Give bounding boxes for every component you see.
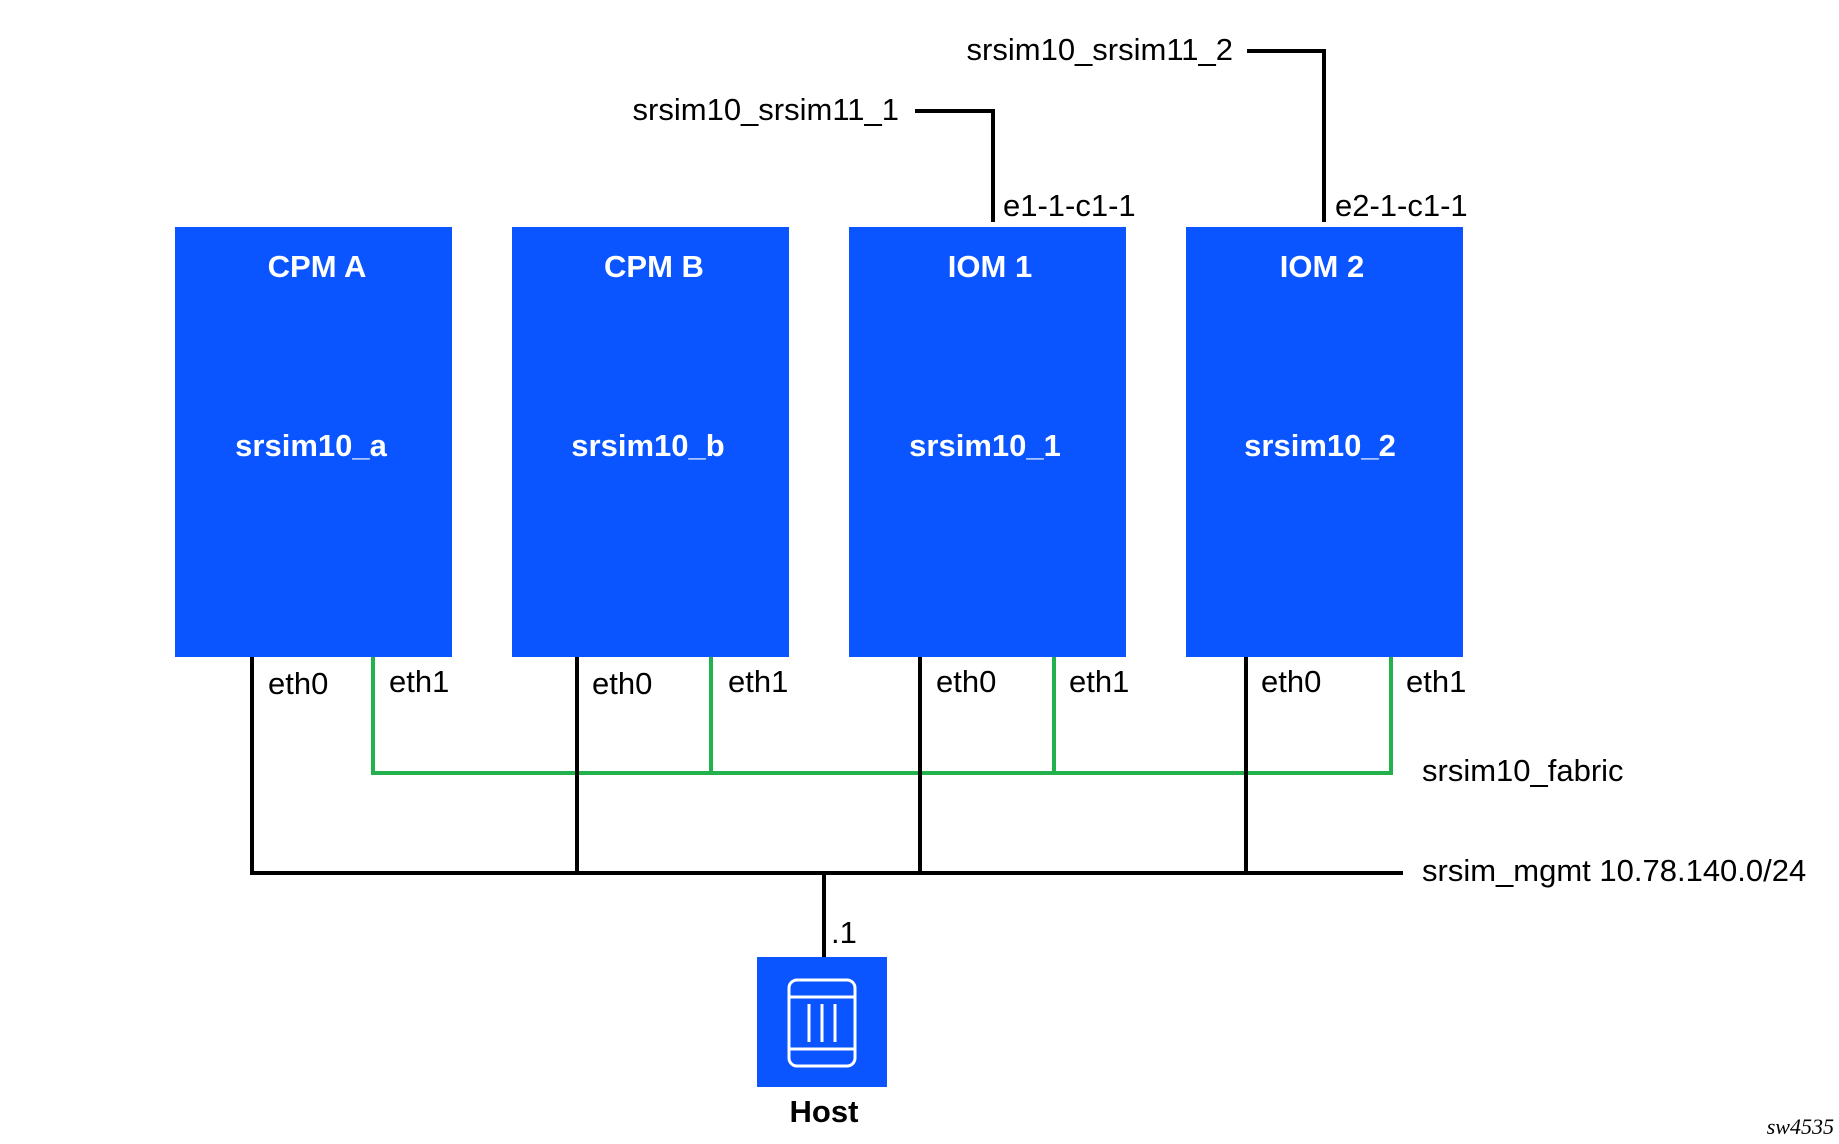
port-label-e2-1-c1-1: e2-1-c1-1: [1335, 188, 1468, 223]
mgmt-network-label: srsim_mgmt 10.78.140.0/24: [1422, 853, 1806, 888]
card-name: srsim10_2: [1244, 428, 1396, 463]
eth0-label-iom-1: eth0: [936, 664, 996, 699]
card-body: [512, 227, 789, 657]
link-line-srsim10-srsim11-1: [915, 109, 995, 222]
eth0-label-cpm-b: eth0: [592, 666, 652, 701]
host-label: Host: [790, 1094, 859, 1129]
card-body: [1186, 227, 1463, 657]
mgmt-network: [250, 657, 1403, 957]
card-name: srsim10_b: [571, 428, 724, 463]
figure-id-label: sw4535: [1767, 1114, 1834, 1139]
eth1-label-iom-1: eth1: [1069, 664, 1129, 699]
fabric-network: [371, 657, 1393, 775]
card-title: IOM 1: [948, 249, 1032, 284]
card-iom-2: IOM 2 srsim10_2: [1186, 227, 1463, 657]
card-iom-1: IOM 1 srsim10_1: [849, 227, 1126, 657]
link-line-srsim10-srsim11-2: [1247, 49, 1326, 222]
eth0-label-iom-2: eth0: [1261, 664, 1321, 699]
port-label-e1-1-c1-1: e1-1-c1-1: [1003, 188, 1136, 223]
card-title: IOM 2: [1280, 249, 1364, 284]
server-icon: [787, 978, 857, 1068]
card-title: CPM A: [268, 249, 367, 284]
card-cpm-a: CPM A srsim10_a: [175, 227, 452, 657]
eth1-label-iom-2: eth1: [1406, 664, 1466, 699]
eth0-label-cpm-a: eth0: [268, 666, 328, 701]
eth1-label-cpm-b: eth1: [728, 664, 788, 699]
card-title: CPM B: [604, 249, 704, 284]
card-cpm-b: CPM B srsim10_b: [512, 227, 789, 657]
fabric-network-label: srsim10_fabric: [1422, 753, 1624, 788]
card-name: srsim10_a: [235, 428, 387, 463]
link-label-srsim10-srsim11-1: srsim10_srsim11_1: [633, 92, 899, 127]
card-body: [849, 227, 1126, 657]
card-name: srsim10_1: [909, 428, 1061, 463]
host-node: [757, 957, 887, 1087]
host-address-label: .1: [831, 915, 857, 950]
link-label-srsim10-srsim11-2: srsim10_srsim11_2: [967, 32, 1233, 67]
eth1-label-cpm-a: eth1: [389, 664, 449, 699]
card-body: [175, 227, 452, 657]
